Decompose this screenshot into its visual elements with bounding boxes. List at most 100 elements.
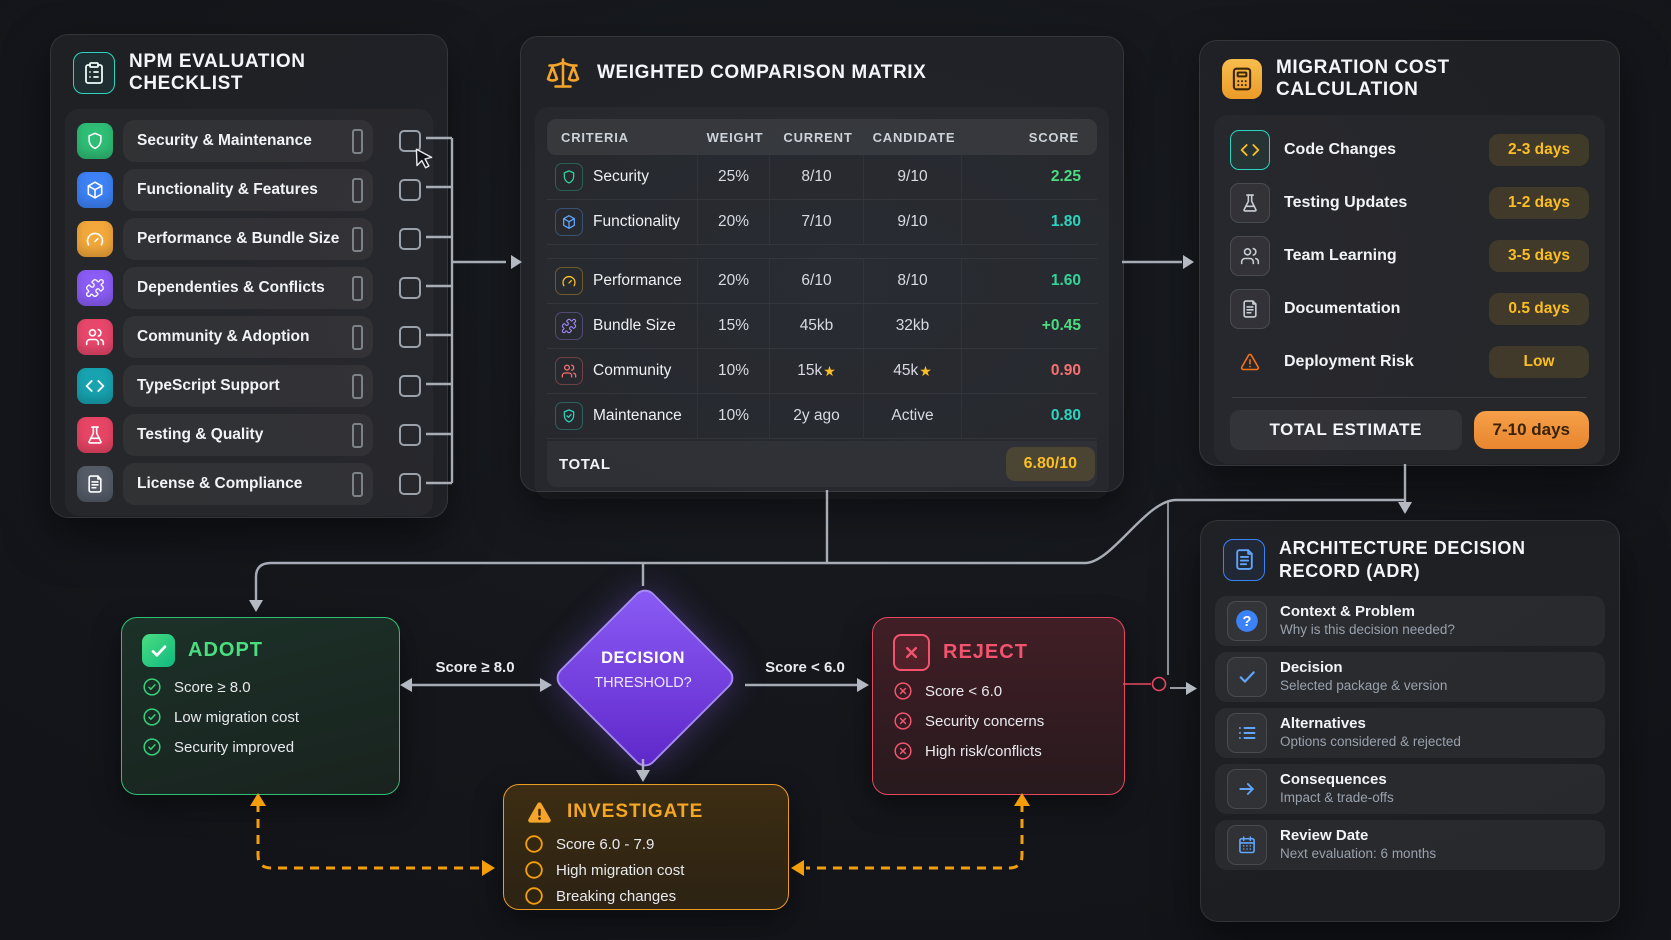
- checklist-item-label: TypeScript Support: [137, 377, 280, 394]
- circle-x-icon: [893, 741, 913, 761]
- matrix-rows: Security 25% 8/10 9/10 2.25 Functionalit…: [547, 155, 1097, 439]
- matrix-row: Community 10% 15k★ 45k★ 0.90: [547, 349, 1097, 394]
- gauge-icon: [555, 267, 583, 295]
- drag-handle: [352, 324, 363, 350]
- migration-item-badge: 2-3 days: [1489, 134, 1589, 166]
- col-current: CURRENT: [783, 129, 853, 145]
- cube-icon: [555, 208, 583, 236]
- checklist-panel: NPM EVALUATION CHECKLIST Security & Main…: [50, 34, 448, 518]
- matrix-column-headers: CRITERIA WEIGHT CURRENT CANDIDATE SCORE: [547, 119, 1097, 155]
- people-icon: [1230, 236, 1270, 276]
- puzzle-icon: [77, 270, 113, 306]
- matrix-panel: WEIGHTED COMPARISON MATRIX CRITERIA WEIG…: [520, 36, 1124, 492]
- shield-icon: [77, 123, 113, 159]
- migration-item-label: Documentation: [1284, 300, 1401, 317]
- checkbox[interactable]: [399, 326, 421, 348]
- matrix-candidate: 8/10: [863, 259, 961, 303]
- scale-icon: [543, 53, 583, 93]
- matrix-title: WEIGHTED COMPARISON MATRIX: [597, 62, 927, 83]
- code-icon: [1230, 130, 1270, 170]
- matrix-weight: 20%: [697, 200, 769, 244]
- check-square-icon: [142, 634, 175, 667]
- checklist-item-label: Dependenties & Conflicts: [137, 279, 325, 296]
- col-candidate: CANDIDATE: [872, 129, 956, 145]
- circle-x-icon: [893, 711, 913, 731]
- adopt-box: ADOPT Score ≥ 8.0 Low migration cost Sec…: [121, 617, 400, 795]
- document-icon: [77, 466, 113, 502]
- flask-icon: [77, 417, 113, 453]
- matrix-score: 1.60: [961, 259, 1097, 303]
- checklist-item-label: Performance & Bundle Size: [137, 230, 340, 247]
- migration-item-badge: 1-2 days: [1489, 187, 1589, 219]
- drag-handle: [352, 471, 363, 497]
- matrix-row: Performance 20% 6/10 8/10 1.60: [547, 258, 1097, 304]
- reject-title: REJECT: [943, 641, 1028, 663]
- checkbox[interactable]: [399, 375, 421, 397]
- checklist-item-label: License & Compliance: [137, 475, 303, 492]
- migration-total-badge: 7-10 days: [1473, 411, 1589, 449]
- matrix-score: +0.45: [961, 304, 1097, 348]
- migration-title: MIGRATION COST CALCULATION: [1276, 57, 1450, 100]
- arrow-right-icon: [1227, 769, 1267, 809]
- checklist-item: Community & Adoption: [77, 316, 423, 358]
- gauge-icon: [77, 221, 113, 257]
- checkbox[interactable]: [399, 179, 421, 201]
- drag-handle: [352, 422, 363, 448]
- circle-x-icon: [893, 681, 913, 701]
- checklist-item: TypeScript Support: [77, 365, 423, 407]
- matrix-candidate: 9/10: [863, 155, 961, 199]
- matrix-weight: 15%: [697, 304, 769, 348]
- flow-trunk-line: [254, 561, 1085, 600]
- checklist-item: Security & Maintenance: [77, 120, 423, 162]
- adr-item-subtitle: Selected package & version: [1280, 677, 1448, 693]
- matrix-current: 6/10: [769, 259, 863, 303]
- checklist-item: Functionality & Features: [77, 169, 423, 211]
- migration-item: Team Learning 3-5 days: [1230, 235, 1589, 277]
- checkbox[interactable]: [399, 130, 421, 152]
- adr-item-title: Alternatives: [1280, 715, 1366, 733]
- checkbox[interactable]: [399, 424, 421, 446]
- matrix-row: Functionality 20% 7/10 9/10 1.80: [547, 200, 1097, 245]
- migration-items: Code Changes 2-3 days Testing Updates 1-…: [1230, 129, 1589, 383]
- matrix-current: 15k★: [769, 349, 863, 393]
- investigate-items: Score 6.0 - 7.9 High migration cost Brea…: [504, 834, 788, 906]
- adr-item: Decision Selected package & version: [1215, 652, 1605, 702]
- x-square-icon: [893, 634, 930, 671]
- adr-item-title: Context & Problem: [1280, 603, 1416, 621]
- migration-item: Deployment Risk Low: [1230, 341, 1589, 383]
- matrix-current: 7/10: [769, 200, 863, 244]
- adopt-branch-label: Score ≥ 8.0: [435, 659, 515, 676]
- calculator-icon: [1222, 59, 1262, 99]
- checkbox[interactable]: [399, 228, 421, 250]
- checkbox[interactable]: [399, 277, 421, 299]
- adr-item: Review Date Next evaluation: 6 months: [1215, 820, 1605, 870]
- migration-item: Testing Updates 1-2 days: [1230, 182, 1589, 224]
- migration-panel: MIGRATION COST CALCULATION Code Changes …: [1199, 40, 1620, 466]
- matrix-criteria-label: Bundle Size: [593, 317, 676, 334]
- investigate-box: INVESTIGATE Score 6.0 - 7.9 High migrati…: [503, 784, 789, 910]
- checkbox[interactable]: [399, 473, 421, 495]
- migration-header: MIGRATION COST CALCULATION: [1200, 41, 1619, 111]
- matrix-score: 1.80: [961, 200, 1097, 244]
- document-lines-icon: [1223, 538, 1265, 581]
- checklist-item: Performance & Bundle Size: [77, 218, 423, 260]
- circle-check-icon: [142, 707, 162, 727]
- checklist-items: Security & Maintenance Functionality & F…: [65, 109, 433, 516]
- migration-total-label: TOTAL ESTIMATE: [1230, 410, 1462, 450]
- matrix-score: 0.80: [961, 394, 1097, 438]
- adopt-item: Score ≥ 8.0: [122, 677, 399, 697]
- checklist-item-label: Community & Adoption: [137, 328, 310, 345]
- adr-item-title: Decision: [1280, 659, 1343, 677]
- matrix-current: 8/10: [769, 155, 863, 199]
- adopt-title: ADOPT: [188, 639, 263, 661]
- drag-handle: [352, 177, 363, 203]
- investigate-item: High migration cost: [504, 860, 788, 880]
- matrix-criteria-label: Maintenance: [593, 407, 682, 424]
- investigate-item: Breaking changes: [504, 886, 788, 906]
- matrix-total-value: 6.80/10: [1005, 447, 1095, 481]
- reject-box: REJECT Score < 6.0 Security concerns Hig…: [872, 617, 1125, 795]
